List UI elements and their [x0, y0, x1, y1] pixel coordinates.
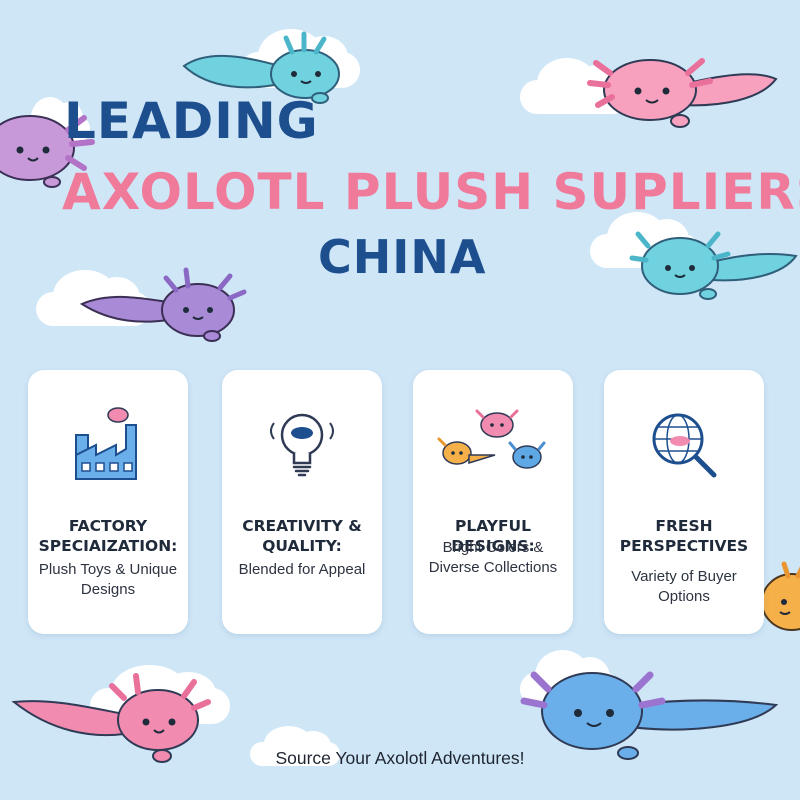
cloud [250, 726, 340, 766]
axolotl-pink-icon [580, 45, 780, 135]
card-heading: CREATIVITY & QUALITY: [242, 517, 362, 555]
lightbulb-icon [222, 400, 382, 490]
feature-card-designs: PLAYFUL DESIGNS: Bright Colors & Diverse… [413, 370, 573, 634]
title-line-china: CHINA [318, 230, 487, 284]
feature-card-creativity: CREATIVITY & QUALITY: Blended for Appeal [222, 370, 382, 634]
feature-card-factory: FACTORY SPECIAIZATION: Plush Toys & Uniq… [28, 370, 188, 634]
card-heading: FRESH PERSPECTIVES [619, 517, 749, 555]
globe-magnifier-icon [604, 400, 764, 490]
axolotl-teal-icon [629, 222, 800, 307]
card-heading: FACTORY SPECIAIZATION: [38, 517, 178, 555]
card-description: Blended for Appeal [238, 561, 366, 578]
title-line-leading: LEADING [64, 92, 319, 150]
axolotl-pink-icon [11, 672, 212, 767]
axolotl-orange-icon [758, 561, 800, 642]
card-description: Bright Colors & Diverse Collections [428, 539, 558, 576]
axolotl-group-icon [413, 400, 573, 490]
factory-icon [28, 400, 188, 490]
title-line-suppliers: AXOLOTL PLUSH SUPLIERS [62, 163, 800, 221]
axolotl-purple-icon [79, 262, 250, 347]
axolotl-purple-icon [0, 100, 100, 195]
card-description: Plush Toys & Unique Designs [38, 561, 178, 598]
axolotl-blue-icon [520, 655, 780, 765]
feature-card-perspectives: FRESH PERSPECTIVES Variety of Buyer Opti… [604, 370, 764, 634]
card-heading: PLAYFUL DESIGNS: [451, 517, 535, 555]
axolotl-teal-icon [180, 28, 360, 108]
tagline: Source Your Axolotl Adventures! [275, 748, 525, 768]
card-description: Variety of Buyer Options [631, 568, 737, 605]
